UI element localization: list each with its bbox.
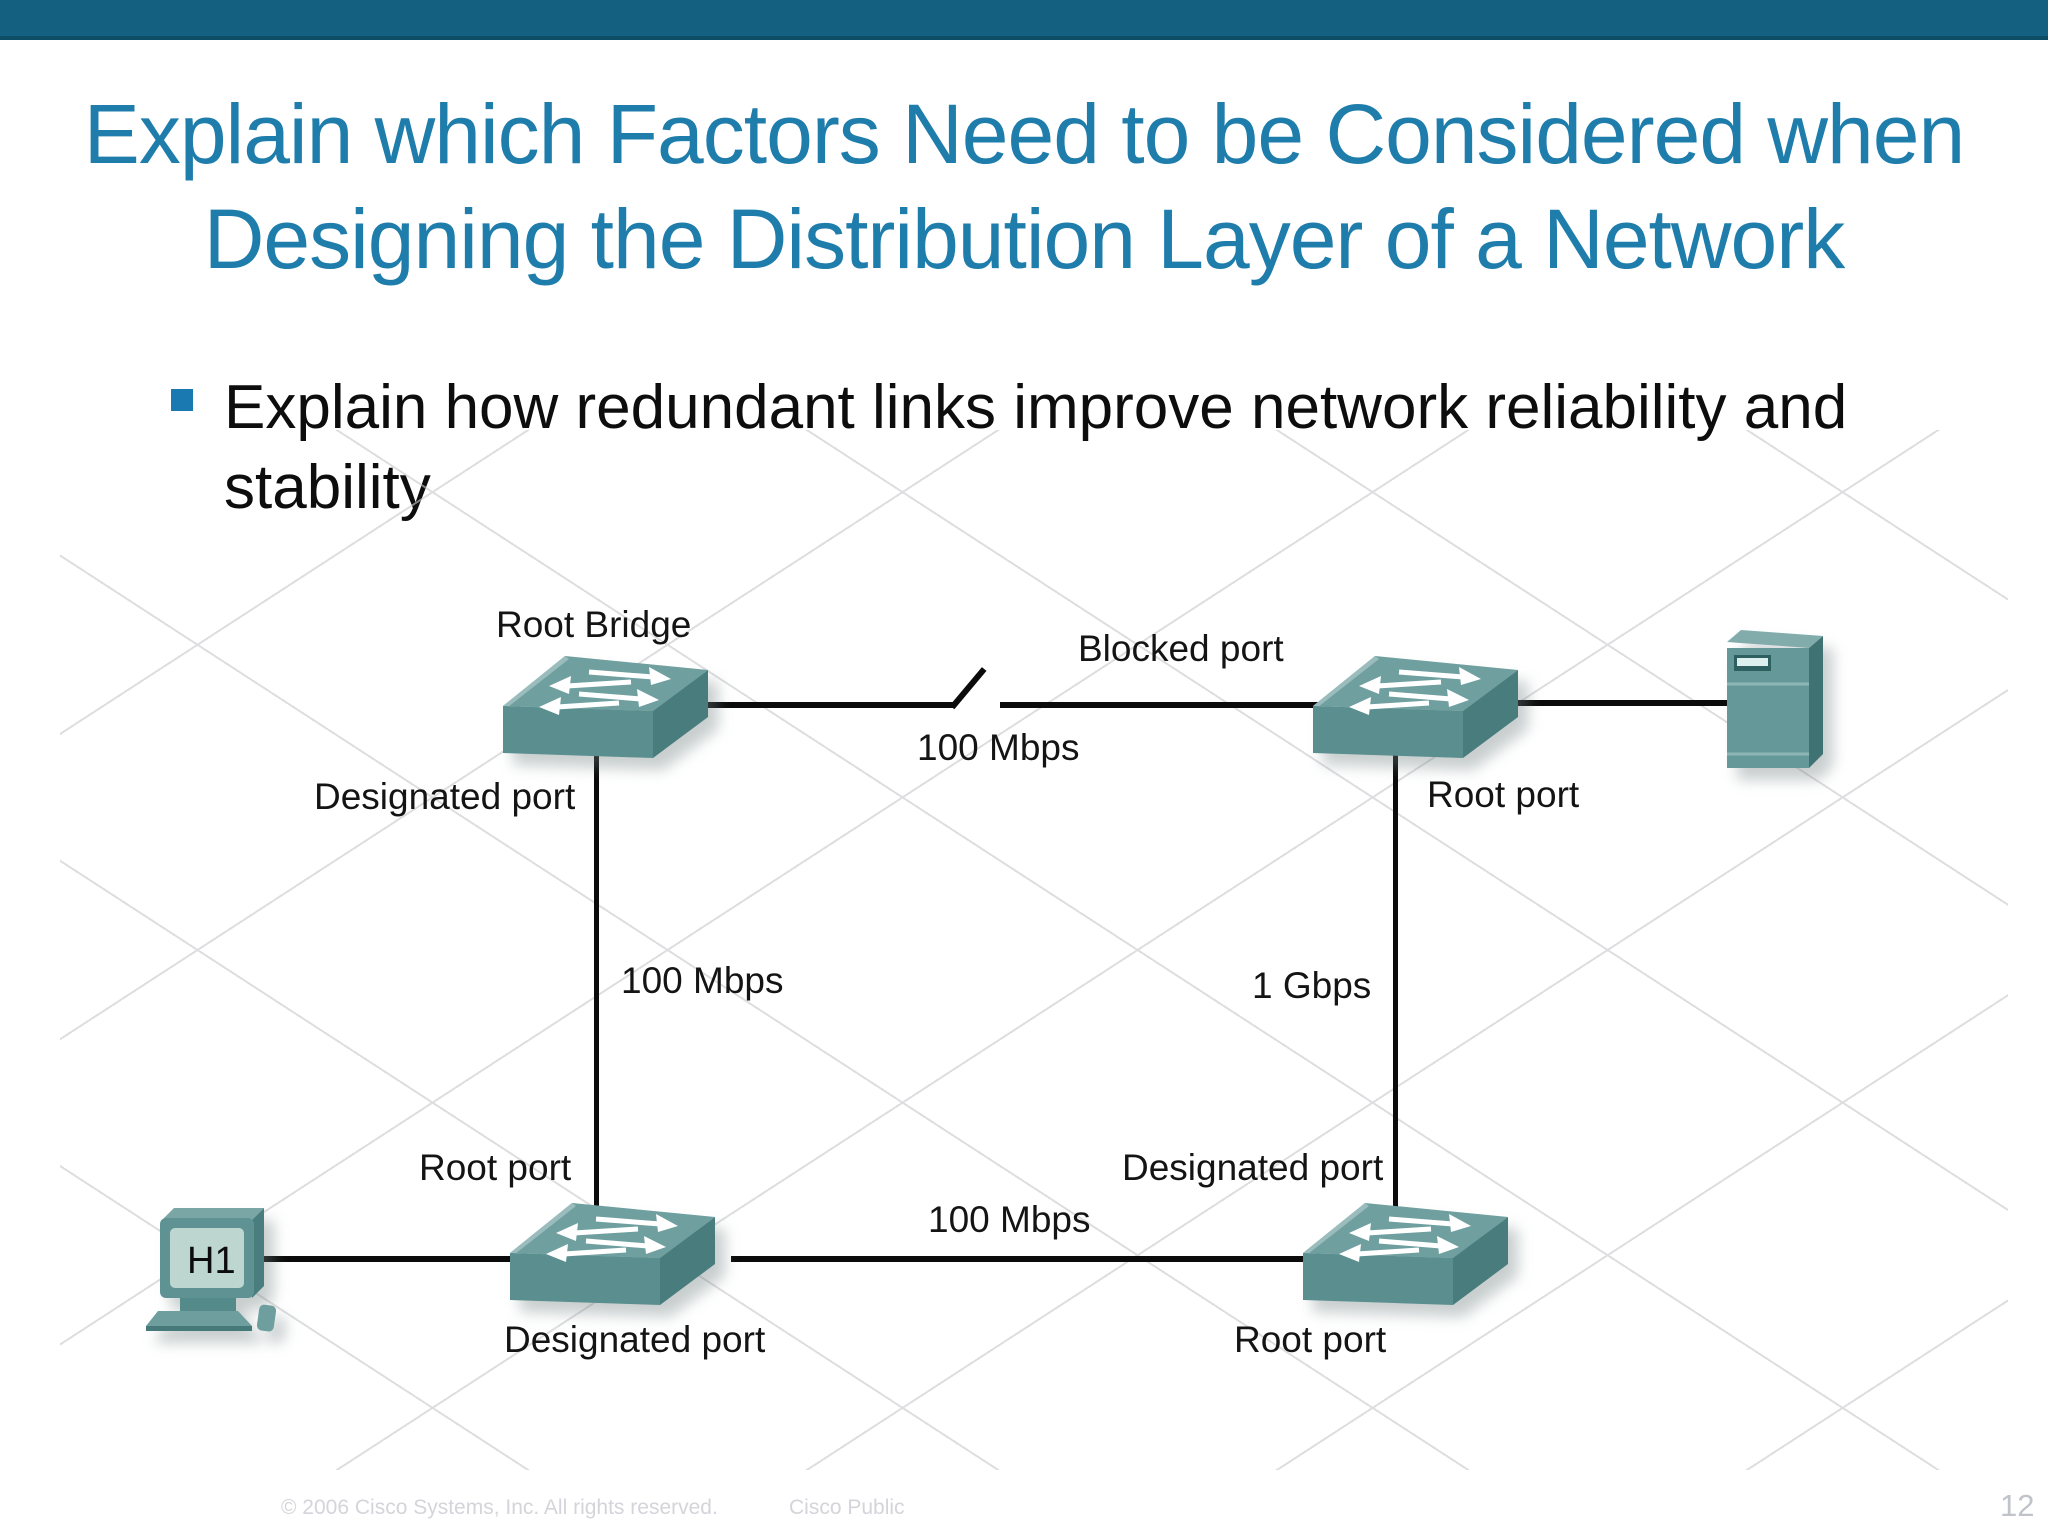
link-left-vertical xyxy=(594,753,599,1209)
server-icon xyxy=(1725,626,1825,774)
link-right-vertical xyxy=(1393,754,1398,1209)
link-top-left-segment xyxy=(705,702,955,708)
diagram-background-grid xyxy=(60,430,2008,1470)
label-designated-port-bottom-left: Designated port xyxy=(504,1319,766,1360)
footer-classification: Cisco Public xyxy=(789,1496,905,1519)
switch-root-bridge-icon xyxy=(503,656,713,761)
bullet-marker-icon xyxy=(171,389,193,411)
slide-title-line2: Designing the Distribution Layer of a Ne… xyxy=(203,192,1846,286)
label-speed-left: 100 Mbps xyxy=(621,960,784,1001)
footer-copyright: © 2006 Cisco Systems, Inc. All rights re… xyxy=(281,1496,718,1519)
link-bottom-segment xyxy=(731,1256,1311,1262)
slide-title: Explain which Factors Need to be Conside… xyxy=(0,82,2048,292)
page-number: 12 xyxy=(2000,1488,2035,1523)
label-root-port-bottom-right: Root port xyxy=(1234,1319,1387,1360)
label-root-port-top-right: Root port xyxy=(1427,774,1580,815)
label-root-bridge: Root Bridge xyxy=(496,604,692,645)
slide-title-line1: Explain which Factors Need to be Conside… xyxy=(83,87,1965,181)
link-switch-to-server xyxy=(1516,700,1730,706)
switch-bottom-left-icon xyxy=(510,1203,720,1308)
header-bar xyxy=(0,0,2048,40)
label-speed-right: 1 Gbps xyxy=(1252,965,1372,1006)
label-designated-port-bottom-right: Designated port xyxy=(1122,1147,1384,1188)
label-speed-bottom: 100 Mbps xyxy=(928,1199,1091,1240)
label-root-port-bottom-left: Root port xyxy=(419,1147,572,1188)
switch-top-right-icon xyxy=(1313,656,1523,761)
label-designated-port-top-left: Designated port xyxy=(314,776,576,817)
link-top-right-segment xyxy=(1000,702,1318,708)
link-host-to-switch xyxy=(258,1256,518,1262)
label-blocked-port: Blocked port xyxy=(1078,628,1284,669)
switch-bottom-right-icon xyxy=(1303,1203,1513,1308)
host-computer-icon xyxy=(140,1200,290,1335)
label-speed-top: 100 Mbps xyxy=(917,727,1080,768)
